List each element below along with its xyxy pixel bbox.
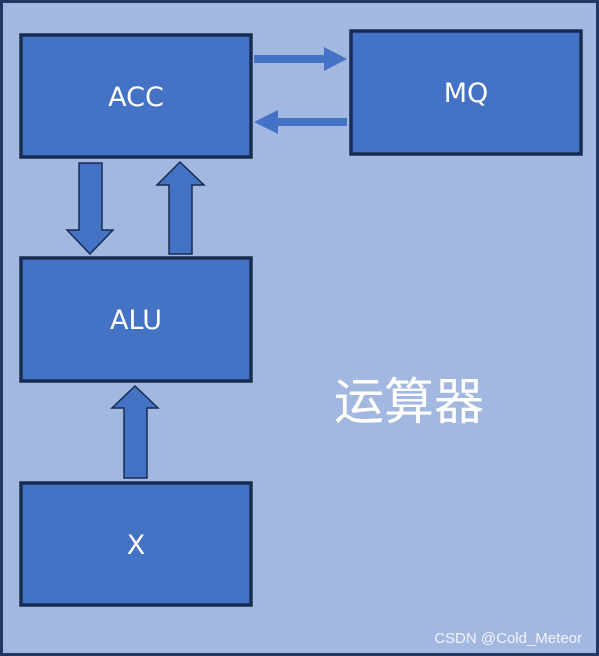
arrow-acc-to-alu xyxy=(65,162,115,256)
acc-label: ACC xyxy=(108,82,164,113)
acc-box-rect xyxy=(19,33,253,159)
arrow-acc-to-mq xyxy=(254,47,347,71)
x-box: X xyxy=(19,481,253,607)
acc-box: ACC xyxy=(19,33,253,159)
mq-box: MQ xyxy=(349,29,583,156)
alu-box-rect xyxy=(19,256,253,383)
alu-label: ALU xyxy=(110,305,162,336)
x-box-rect xyxy=(19,481,253,607)
mq-box-rect xyxy=(349,29,583,156)
arrow-mq-to-acc xyxy=(254,110,347,134)
diagram-title: 运算器 xyxy=(334,373,484,431)
alu-box: ALU xyxy=(19,256,253,383)
watermark: CSDN @Cold_Meteor xyxy=(434,630,582,647)
x-label: X xyxy=(127,530,146,561)
arrow-alu-to-acc xyxy=(155,160,206,255)
mq-label: MQ xyxy=(444,78,489,109)
arrow-x-to-alu xyxy=(110,384,160,479)
